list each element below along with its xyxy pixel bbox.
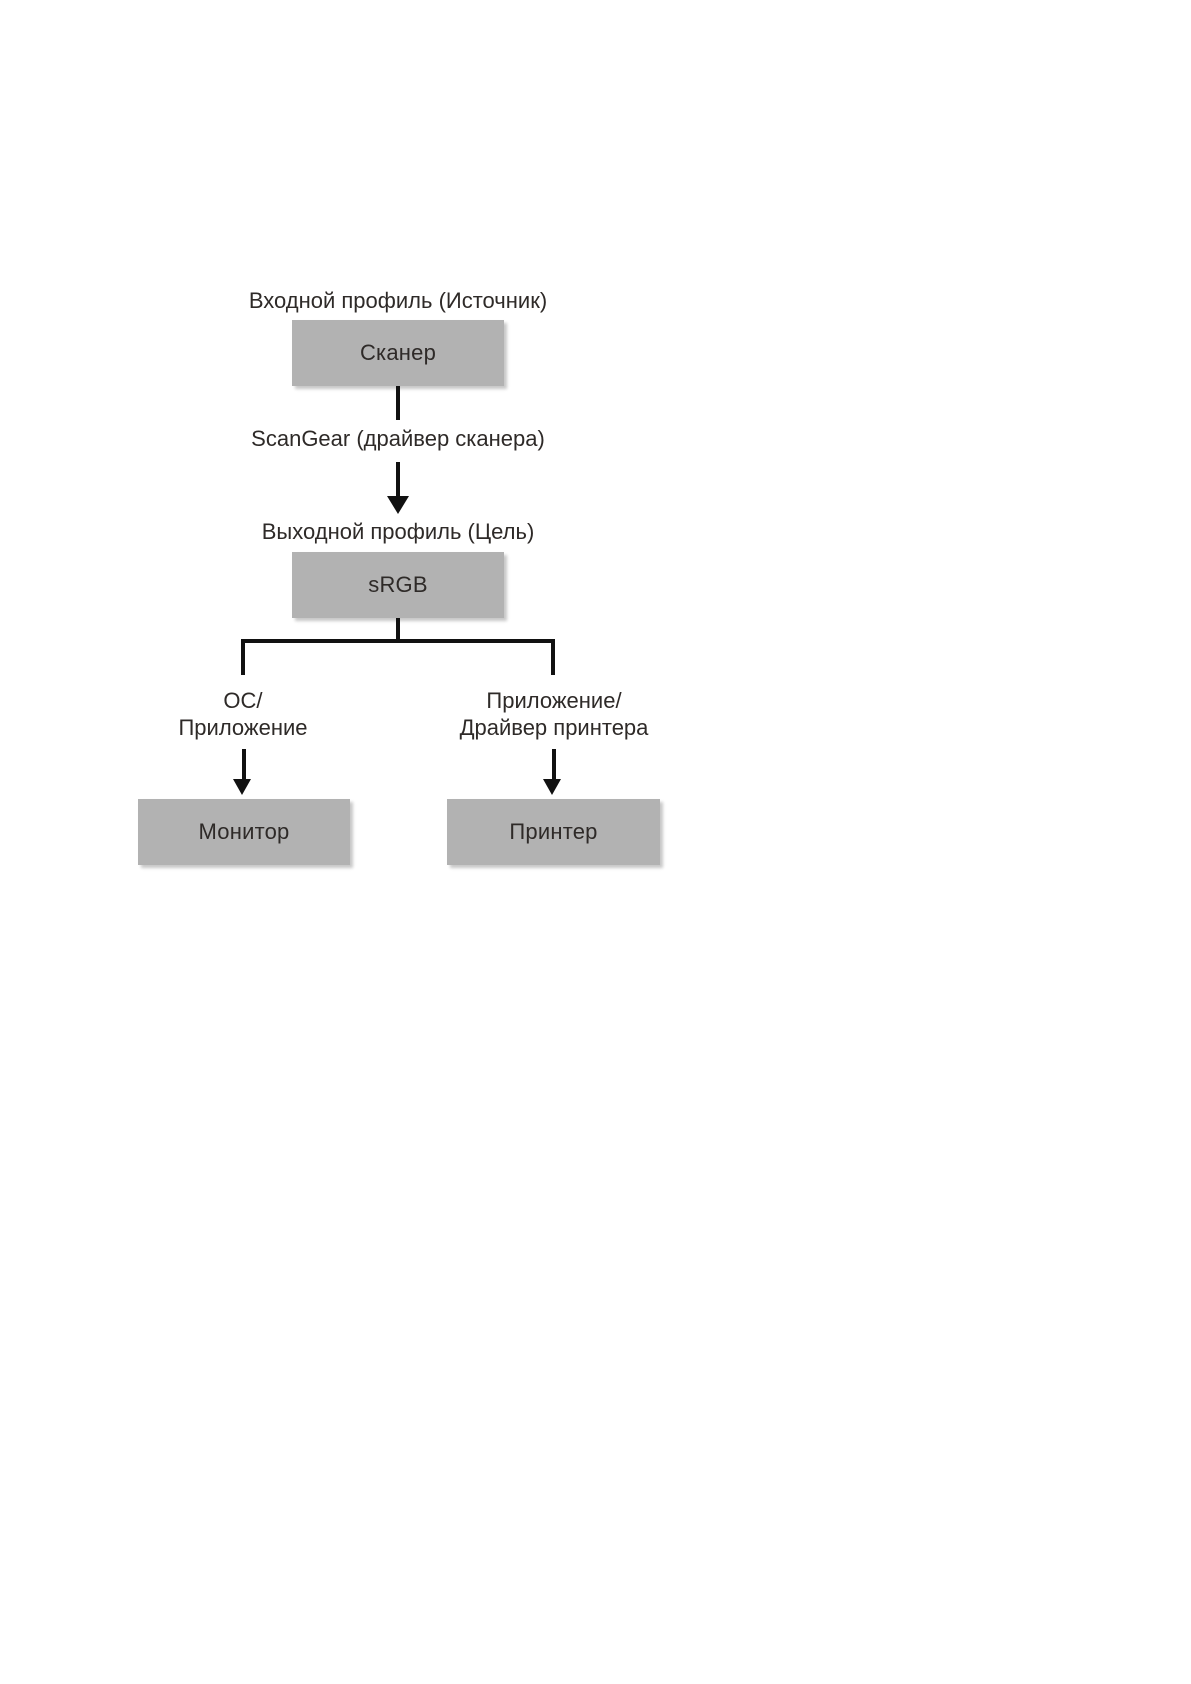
connector-branch-bar xyxy=(241,639,555,643)
node-srgb: sRGB xyxy=(292,552,504,618)
arrow-down-icon-to-printer xyxy=(543,779,561,795)
connector-to-printer xyxy=(552,749,556,781)
branch-left-caption: ОС/ Приложение xyxy=(178,688,307,742)
output-profile-caption: Выходной профиль (Цель) xyxy=(261,519,535,544)
connector-scangear-to-srgb xyxy=(396,462,400,500)
arrow-down-icon-to-srgb xyxy=(387,496,409,514)
connector-srgb-stem xyxy=(396,618,400,642)
branch-left-caption-line2: Приложение xyxy=(178,714,308,740)
node-printer: Принтер xyxy=(447,799,660,865)
input-profile-caption: Входной профиль (Источник) xyxy=(248,288,548,313)
node-monitor: Монитор xyxy=(138,799,350,865)
connector-to-monitor xyxy=(242,749,246,781)
branch-left-caption-line1: ОС/ xyxy=(223,688,263,713)
arrow-down-icon-to-monitor xyxy=(233,779,251,795)
branch-right-caption-line2: Драйвер принтера xyxy=(459,714,649,740)
node-monitor-label: Монитор xyxy=(198,819,290,844)
connector-scanner-to-scangear xyxy=(396,386,400,420)
node-printer-label: Принтер xyxy=(509,819,598,844)
node-scanner: Сканер xyxy=(292,320,504,386)
node-srgb-label: sRGB xyxy=(368,572,428,597)
connector-branch-right-drop xyxy=(551,639,555,675)
scangear-caption: ScanGear (драйвер сканера) xyxy=(251,426,545,451)
node-scanner-label: Сканер xyxy=(359,340,437,365)
branch-right-caption: Приложение/ Драйвер принтера xyxy=(460,688,649,742)
branch-right-caption-line1: Приложение/ xyxy=(486,688,622,713)
connector-branch-left-drop xyxy=(241,639,245,675)
